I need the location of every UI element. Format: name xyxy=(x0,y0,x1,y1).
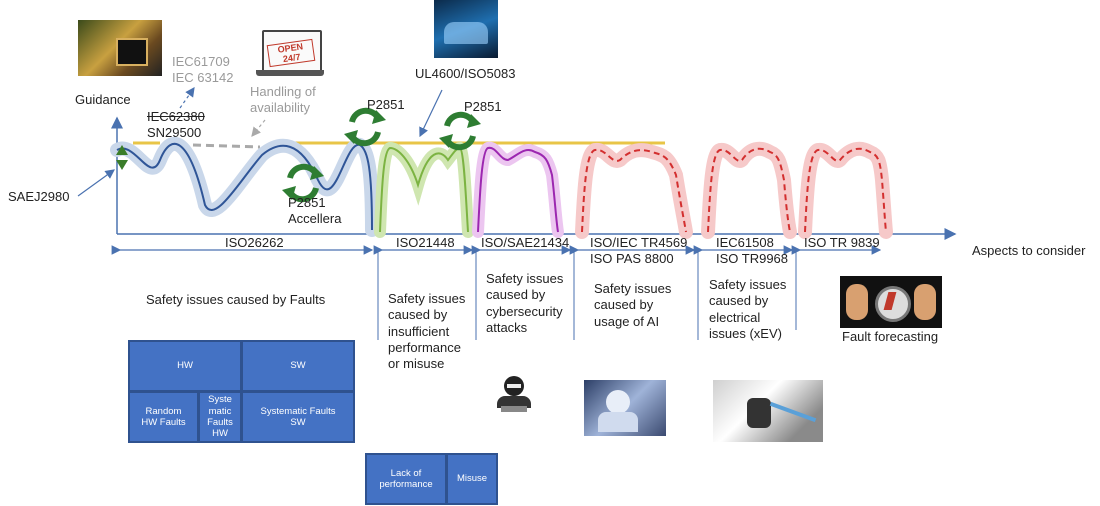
handling-label-1: Handling of xyxy=(250,84,316,99)
aspects-label: Aspects to consider xyxy=(972,243,1086,258)
curve-electrical xyxy=(701,141,797,239)
pas8800-label: ISO PAS 8800 xyxy=(590,251,674,266)
chip-image xyxy=(78,20,162,76)
electrical-issue: Safety issues caused by electrical issue… xyxy=(709,277,787,341)
p2851-label-b: P2851 xyxy=(464,99,502,114)
tr4569-label: ISO/IEC TR4569 xyxy=(590,235,688,250)
p2851-label-a: P2851 xyxy=(367,97,405,112)
random-hw-box: Random HW Faults xyxy=(128,391,199,443)
double-arrow-icon xyxy=(116,145,128,170)
iec61508-label: IEC61508 xyxy=(716,235,774,250)
accellera-label: Accellera xyxy=(288,211,342,226)
cycle-arrow-icon xyxy=(349,107,381,147)
fault-forecast-image xyxy=(840,276,942,328)
hw-box: HW xyxy=(128,340,242,392)
autonomous-car-image xyxy=(434,0,498,58)
hacker-icon xyxy=(493,376,535,414)
cyber-issue: Safety issues caused by cybersecurity at… xyxy=(486,271,564,335)
curve-ai xyxy=(575,142,693,239)
iso21448-label: ISO21448 xyxy=(396,235,455,250)
guidance-label: Guidance xyxy=(75,92,131,107)
forecast-label: Fault forecasting xyxy=(842,329,939,344)
systematic-sw-box: Systematic Faults SW xyxy=(241,391,355,443)
iec63142-label: IEC 63142 xyxy=(172,70,234,85)
iso26262-label: ISO26262 xyxy=(225,235,284,250)
performance-issue: Safety issues caused by insufficient per… xyxy=(388,291,466,371)
ev-charging-image xyxy=(713,380,823,442)
systematic-hw-box: Syste matic Faults HW xyxy=(198,391,242,443)
iec61709-label: IEC61709 xyxy=(172,54,230,69)
curve-tr9839 xyxy=(798,141,893,239)
ul4600-label: UL4600/ISO5083 xyxy=(415,66,516,81)
sn29500-label: SN29500 xyxy=(147,125,202,140)
ai-issue: Safety issues caused by usage of AI xyxy=(594,281,672,329)
saej2980-label: SAEJ2980 xyxy=(8,189,70,204)
p2851-label-c: P2851 xyxy=(288,195,326,210)
handling-label-2: availability xyxy=(250,100,310,115)
iec62380-label: IEC62380 xyxy=(147,109,205,124)
curve-iso21448 xyxy=(374,141,474,238)
open-laptop-image: OPEN 24/7 xyxy=(256,30,324,80)
sw-box: SW xyxy=(241,340,355,392)
faults-issue: Safety issues caused by Faults xyxy=(146,292,326,307)
tr9968-label: ISO TR9968 xyxy=(716,251,789,266)
tr9839-label: ISO TR 9839 xyxy=(804,235,880,250)
ai-robot-image xyxy=(584,380,666,436)
sae21434-label: ISO/SAE21434 xyxy=(481,235,570,250)
lack-performance-box: Lack of performance xyxy=(365,453,447,505)
misuse-box: Misuse xyxy=(446,453,498,505)
